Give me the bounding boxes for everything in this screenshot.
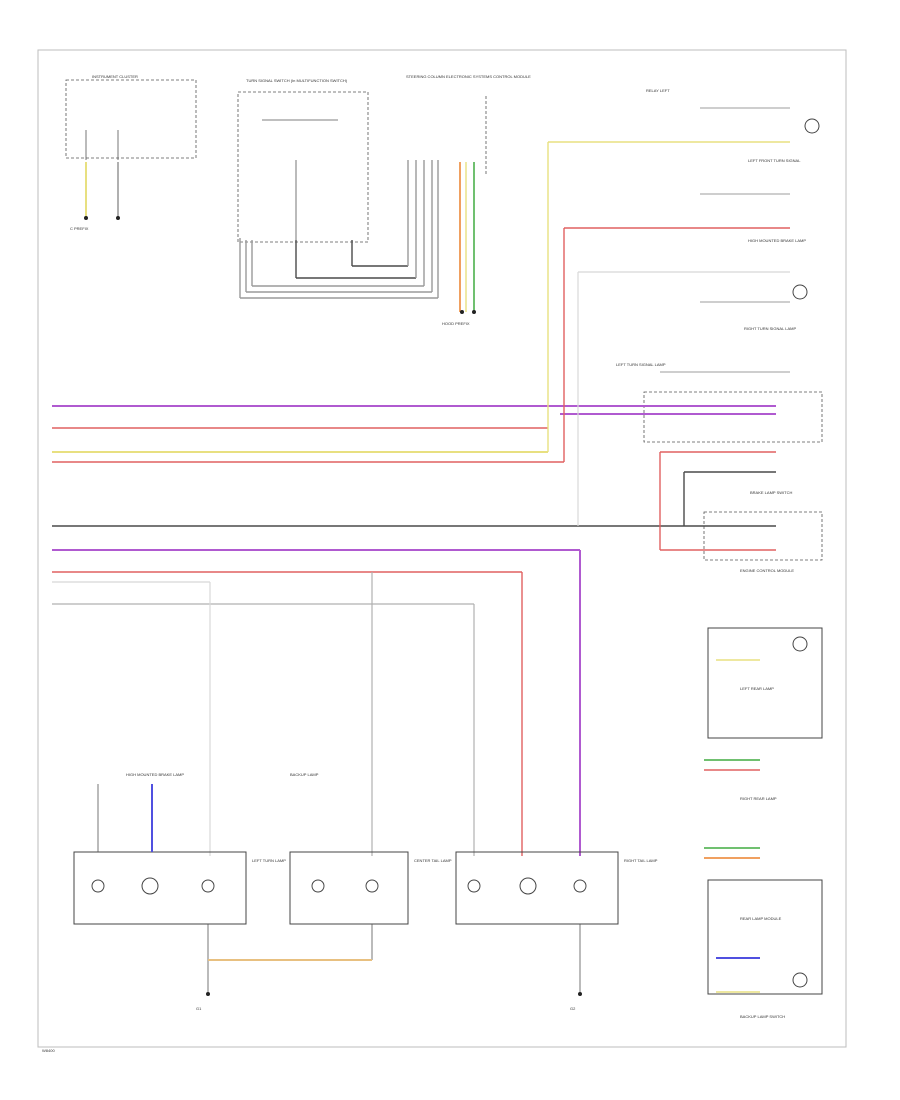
backup-lamp-switch-label: BACKUP LAMP SWITCH: [740, 1014, 785, 1019]
instrument-cluster-label: INSTRUMENT CLUSTER: [92, 74, 138, 79]
left-front-turn-label: LEFT FRONT TURN SIGNAL: [748, 158, 801, 163]
right-tail-lamp-label: RIGHT TAIL LAMP: [624, 858, 658, 863]
turn-signal-switch: TURN SIGNAL SWITCH (In MULTIFUNCTION SWI…: [237, 78, 439, 299]
diagram-frame: [37, 49, 847, 1048]
engine-control-module-label: ENGINE CONTROL MODULE: [740, 568, 794, 573]
steering-column-module-label: STEERING COLUMN ELECTRONIC SYSTEMS CONTR…: [406, 74, 531, 79]
right-lower-components: [704, 627, 823, 995]
right-tail-lamp: RIGHT TAIL LAMP: [455, 851, 658, 925]
left-rear-lamp-label: LEFT REAR LAMP: [740, 686, 774, 691]
right-connectors: [548, 107, 823, 561]
ground-connections: G1 G2: [196, 924, 582, 1011]
backup-lamp-label: BACKUP LAMP: [290, 772, 319, 777]
center-tail-lamp-label: CENTER TAIL LAMP: [414, 858, 452, 863]
c-prefix-label-left: C PREFIX: [70, 226, 89, 231]
hood-prefix-label: HOOD PREFIX: [442, 321, 470, 326]
left-tail-lamp: LEFT TURN LAMP HIGH MOUNTED BRAKE LAMP: [73, 772, 286, 925]
high-mount-brake-lamp-label: HIGH MOUNTED BRAKE LAMP: [748, 238, 806, 243]
instrument-cluster: INSTRUMENT CLUSTER C PREFIX: [65, 74, 197, 231]
ground-a-label: G1: [196, 1006, 202, 1011]
page-id: W8400: [42, 1048, 55, 1053]
lamp-symbol-1: [804, 118, 820, 134]
turn-signal-switch-label: TURN SIGNAL SWITCH (In MULTIFUNCTION SWI…: [246, 78, 348, 83]
rear-lamp-module-label: REAR LAMP MODULE: [740, 916, 782, 921]
lamp-symbol-2: [792, 284, 808, 300]
right-rear-lamp-label: RIGHT REAR LAMP: [740, 796, 777, 801]
left-tail-lamp-label: LEFT TURN SIGNAL LAMP: [616, 362, 666, 367]
relay-left-label: RELAY LEFT: [646, 88, 670, 93]
steering-column-module: STEERING COLUMN ELECTRONIC SYSTEMS CONTR…: [406, 74, 531, 326]
ground-b-label: G2: [570, 1006, 576, 1011]
center-tail-lamp: CENTER TAIL LAMP BACKUP LAMP: [289, 772, 452, 925]
brake-lamp-switch-label: BRAKE LAMP SWITCH: [750, 490, 792, 495]
left-turn-lamp-label: LEFT TURN LAMP: [252, 858, 286, 863]
vertical-risers: [209, 142, 776, 856]
right-turn-signal-label: RIGHT TURN SIGNAL LAMP: [744, 326, 796, 331]
high-mount-label-left: HIGH MOUNTED BRAKE LAMP: [126, 772, 184, 777]
horizontal-bus: [52, 405, 776, 605]
